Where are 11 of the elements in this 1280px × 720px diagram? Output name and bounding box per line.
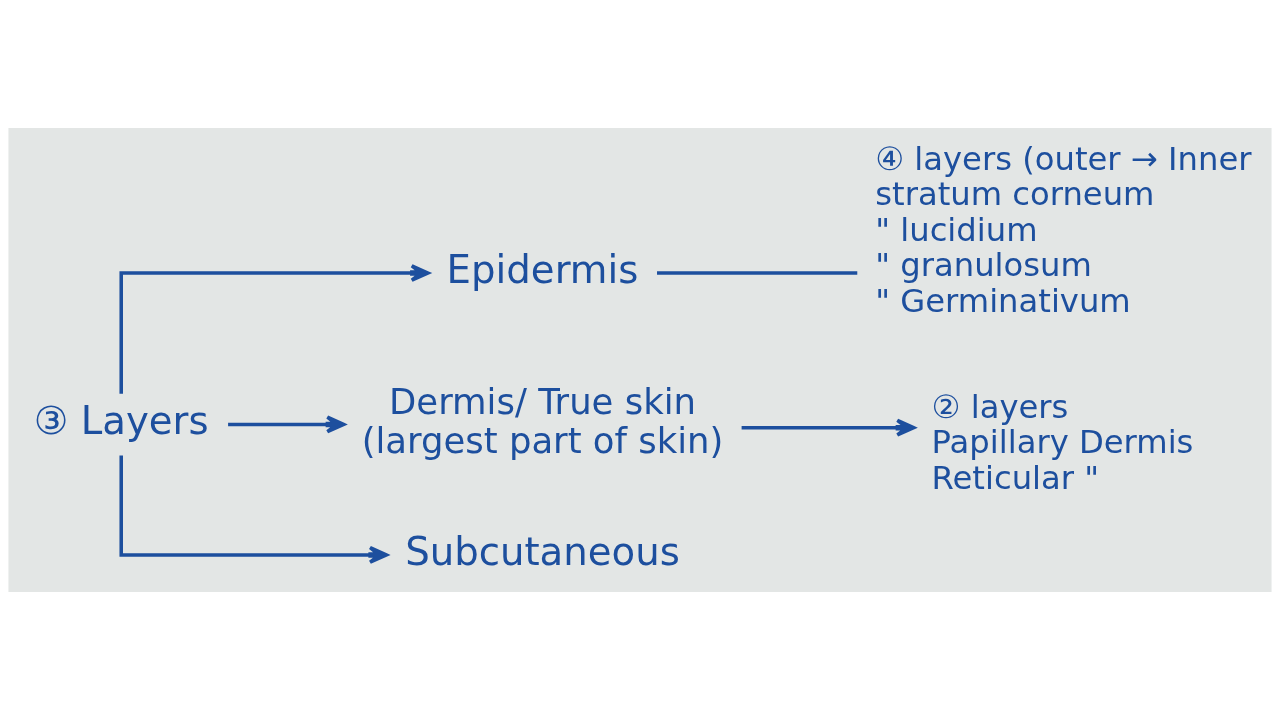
connector (657, 271, 858, 275)
arrow (228, 415, 346, 434)
arrow (119, 455, 388, 564)
node-text: Dermis/ True skin (largest part of skin) (361, 381, 724, 461)
node-text: ③ Layers (33, 398, 209, 444)
node-text: Epidermis (446, 246, 639, 292)
node-text: ④ layers (outer → Inner stratum corneum " lucidium " granulosum " Germinativum (875, 139, 1252, 320)
arrow (119, 264, 430, 394)
node-text: Subcutaneous (405, 528, 680, 574)
node-text: ② layers Papillary Dermis Reticular " (931, 388, 1194, 497)
arrow (741, 418, 916, 437)
